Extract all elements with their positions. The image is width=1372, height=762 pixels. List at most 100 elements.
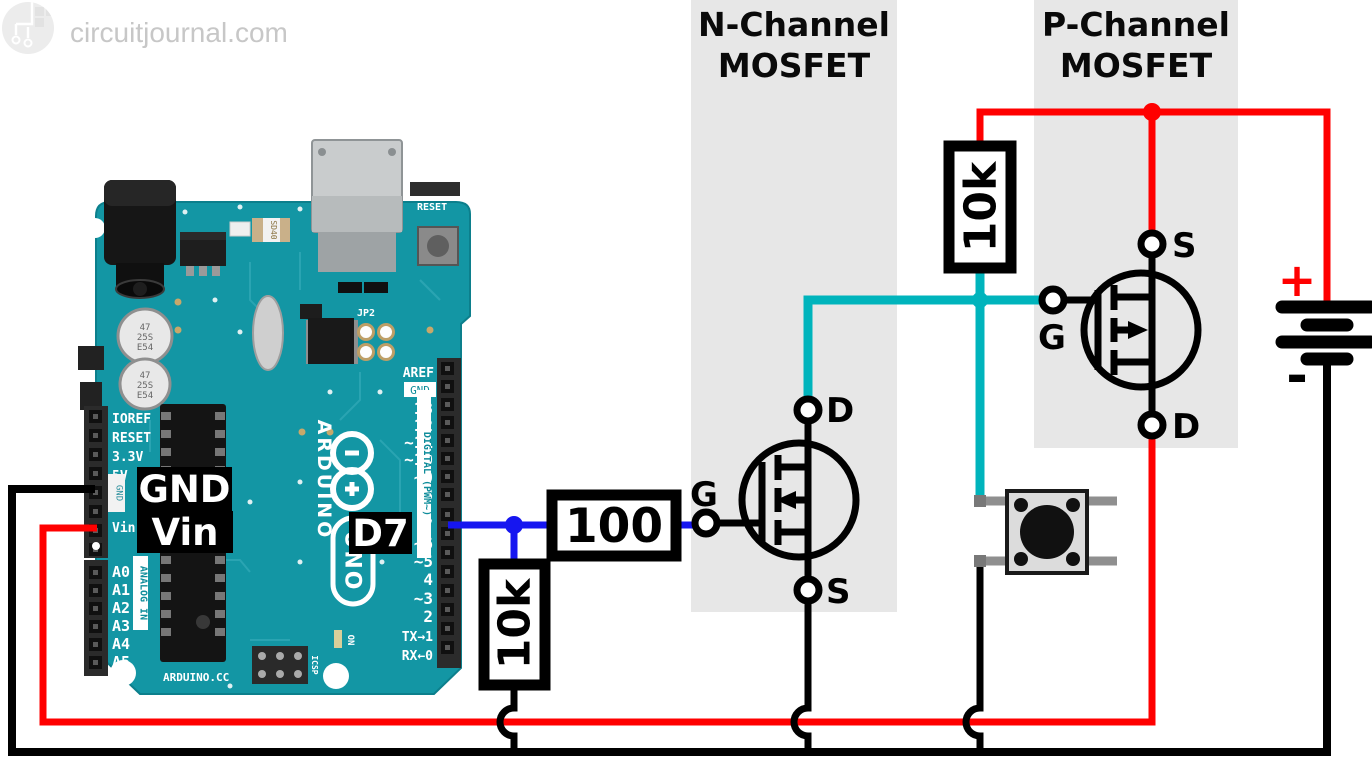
gate-resistor: 100	[546, 489, 682, 562]
svg-text:ANALOG IN: ANALOG IN	[138, 566, 149, 620]
p-drain-terminal	[1137, 410, 1167, 440]
p-source-terminal	[1137, 229, 1167, 259]
vin-wire-label: Vin	[137, 511, 233, 554]
n-mosfet-labels: G D S	[690, 391, 854, 612]
jp2-label: JP2	[357, 308, 375, 319]
svg-text:D: D	[826, 391, 854, 431]
pcb-vias	[182, 204, 385, 689]
svg-text:RESET: RESET	[112, 431, 151, 446]
arduino-logo-icon	[330, 431, 374, 511]
svg-text:47: 47	[140, 323, 151, 333]
svg-text:100: 100	[565, 499, 663, 554]
capacitor: 47 25S E54	[116, 307, 174, 365]
svg-text:10k: 10k	[955, 160, 1006, 252]
crystal-oscillator	[252, 295, 284, 371]
svg-text:A3: A3	[112, 617, 130, 635]
digital-strip: DIGITAL (PWM~)	[417, 390, 432, 558]
aref-label: AREF	[403, 366, 434, 381]
mounting-hole	[323, 663, 349, 689]
diode-sd40: SD40	[252, 218, 290, 242]
n-source-gnd-wire	[790, 601, 812, 752]
gnd-wire	[8, 360, 1331, 756]
gnd-wire-label: GND	[137, 467, 232, 511]
on-led-label: ON	[345, 635, 355, 646]
p-channel-title: P-Channel MOSFET	[1042, 5, 1230, 85]
analog-pin-labels: A0 A1 A2 A3 A4 A5	[112, 563, 130, 671]
n-drain-terminal	[793, 395, 823, 425]
mounting-hole	[110, 660, 136, 686]
n-gate-terminal	[691, 508, 721, 538]
svg-text:47: 47	[140, 371, 151, 381]
reset-silkscreen: RESET	[417, 202, 447, 213]
arduino-cc-label: ARDUINO.CC	[163, 671, 229, 684]
digital-header-top	[437, 358, 461, 504]
smd-component	[229, 221, 251, 237]
svg-text:GND: GND	[114, 485, 124, 501]
arduino-brand: ARDUINO	[313, 420, 335, 541]
pin1-dot	[92, 542, 100, 550]
usb-connector	[311, 139, 403, 272]
icsp-header	[252, 646, 308, 684]
svg-text:G: G	[1038, 318, 1066, 358]
arduino-board: RESET 47 25S E54 47 25S E54	[78, 139, 471, 695]
analog-header	[84, 560, 108, 676]
svg-text:~3: ~3	[414, 589, 433, 608]
svg-text:S: S	[826, 572, 851, 612]
n-channel-panel	[691, 0, 897, 612]
svg-text:D: D	[1172, 407, 1200, 447]
power-header	[84, 406, 108, 558]
svg-text:A2: A2	[112, 599, 130, 617]
svg-text:Vin: Vin	[112, 521, 135, 536]
analog-strip: ANALOG IN	[133, 556, 149, 630]
button-cap	[1020, 505, 1074, 559]
battery-minus-label: -	[1286, 346, 1308, 406]
svg-text:25S: 25S	[137, 333, 153, 343]
power-jack	[104, 180, 176, 299]
n-mosfet	[691, 395, 860, 605]
button-gnd-wire	[962, 563, 984, 752]
svg-text:IOREF: IOREF	[112, 412, 151, 427]
svg-text:E54: E54	[137, 391, 153, 401]
logo-mark-icon	[2, 2, 54, 54]
on-led	[334, 630, 342, 648]
jp2-pads	[357, 323, 395, 361]
push-button	[974, 489, 1117, 575]
mounting-hole	[85, 218, 105, 238]
svg-text:TX→1: TX→1	[402, 630, 433, 645]
voltage-regulator	[180, 232, 226, 276]
mcu-chip	[306, 318, 358, 364]
pcb-gold-pads	[174, 298, 434, 436]
supply-junction-dot	[1143, 103, 1161, 121]
p-mosfet	[1038, 229, 1202, 440]
gate-net-junction	[968, 288, 992, 312]
vin-wire	[39, 436, 1156, 726]
p-gate-terminal	[1038, 285, 1068, 315]
svg-text:4: 4	[423, 570, 433, 589]
capacitor: 47 25S E54	[118, 357, 172, 411]
p-mosfet-labels: G S D	[1038, 226, 1200, 447]
svg-text:A5: A5	[112, 653, 130, 671]
pulldown-resistor: 10k	[478, 558, 551, 691]
n-source-terminal	[793, 575, 823, 605]
svg-text:3.3V: 3.3V	[112, 450, 143, 465]
resistor-array	[338, 282, 362, 293]
n-channel-title: N-Channel MOSFET	[698, 5, 890, 85]
resistor-array	[364, 282, 388, 293]
digital-header-bottom	[437, 504, 461, 668]
icsp-label: ICSP	[310, 655, 319, 674]
svg-text:A4: A4	[112, 635, 130, 653]
p-channel-panel	[1034, 0, 1238, 448]
battery-plus-label: +	[1278, 253, 1317, 307]
svg-text:SD40: SD40	[269, 220, 278, 239]
svg-text:G: G	[690, 475, 718, 515]
smd-component	[78, 346, 104, 370]
gnd-strip: GND	[108, 474, 125, 512]
d7-junction-dot	[505, 516, 523, 534]
svg-text:2: 2	[423, 607, 433, 626]
svg-text:A1: A1	[112, 581, 130, 599]
d7-wire-label: D7	[349, 512, 412, 555]
svg-text:A0: A0	[112, 563, 130, 581]
reset-header	[410, 182, 460, 196]
svg-text:10k: 10k	[489, 577, 540, 669]
